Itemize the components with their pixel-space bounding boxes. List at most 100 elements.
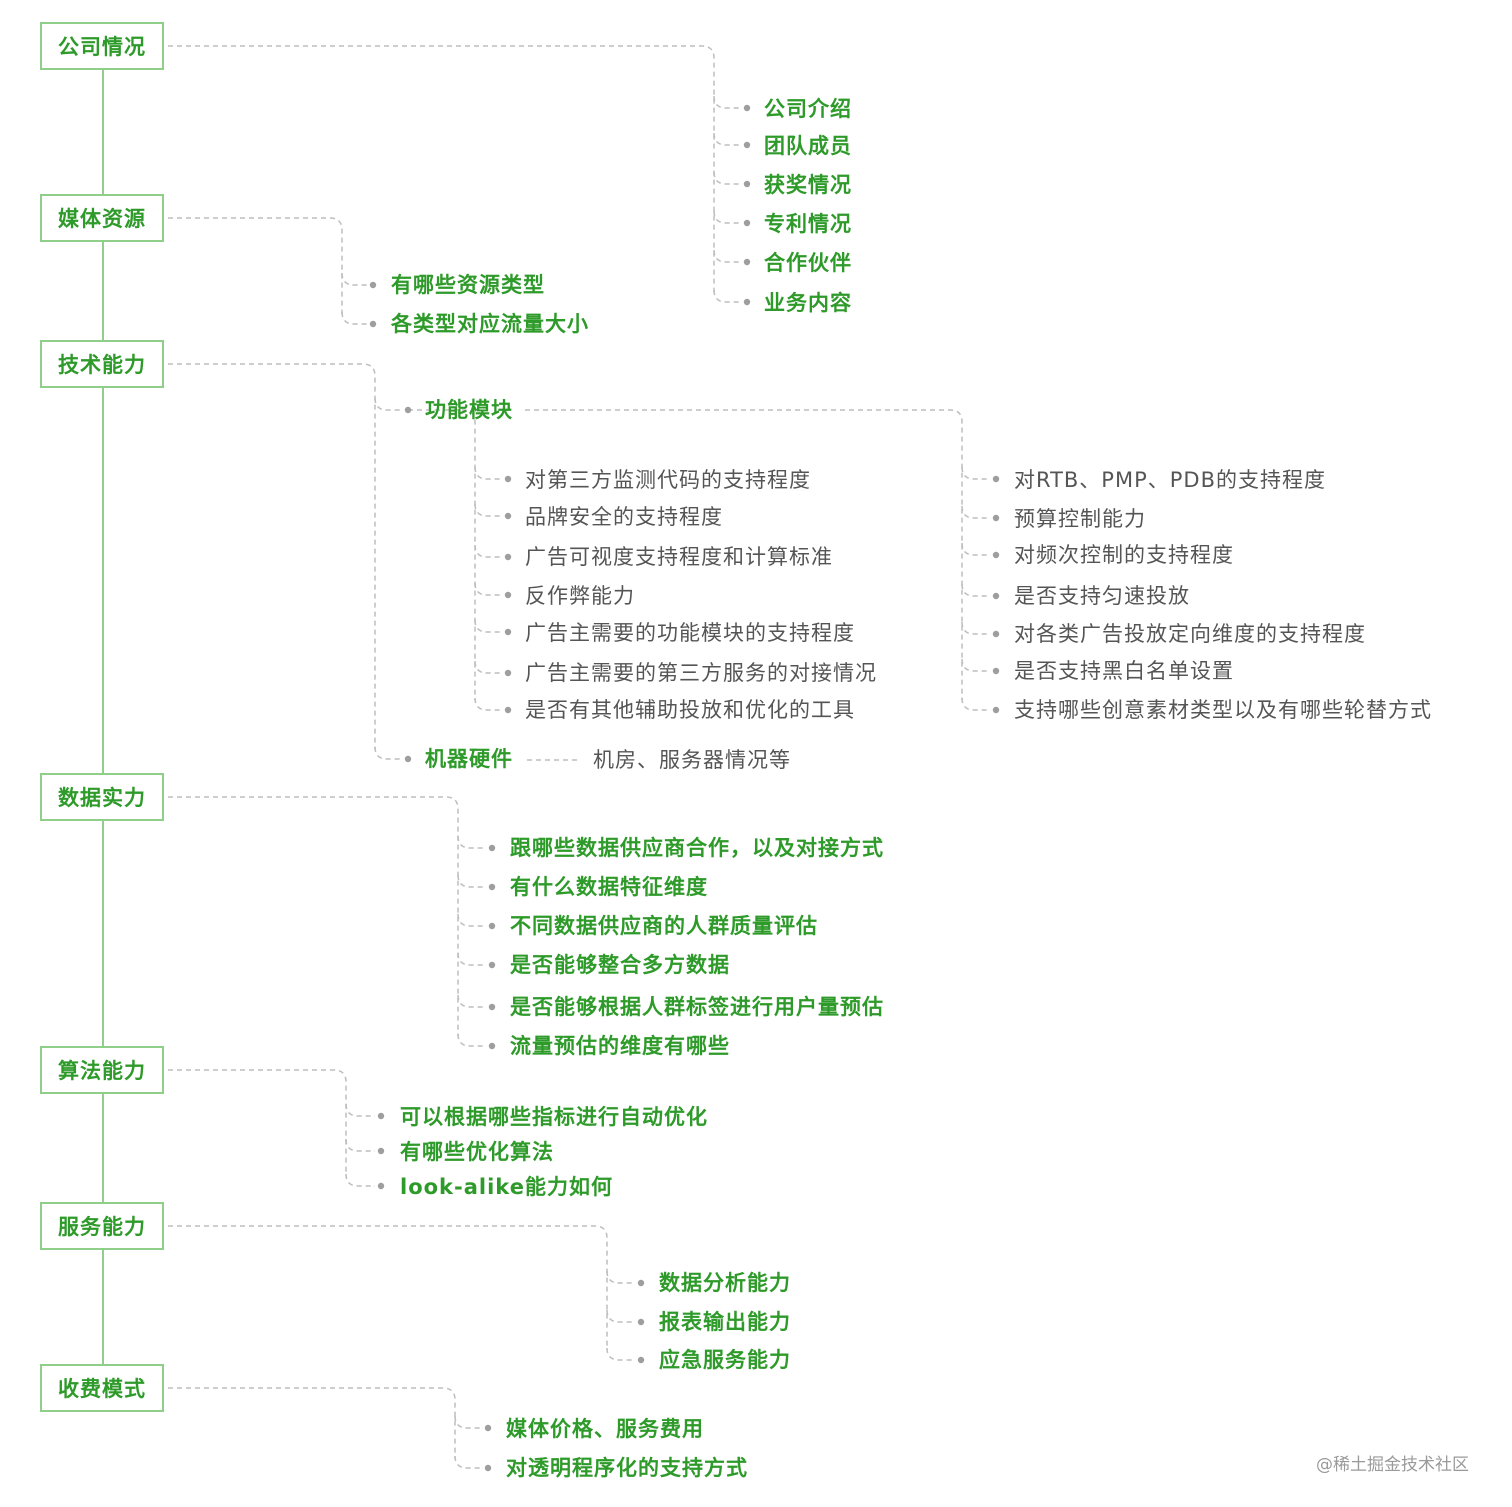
connector-line — [408, 409, 476, 700]
connector-line — [457, 952, 486, 966]
connector-line — [168, 363, 376, 749]
branch-dot — [504, 553, 512, 561]
connector-line — [474, 544, 502, 558]
branch-dot — [488, 883, 496, 891]
data-item: 流量预估的维度有哪些 — [510, 1034, 730, 1058]
algo-item: 可以根据哪些指标进行自动优化 — [400, 1105, 708, 1129]
connector-line — [168, 45, 715, 292]
connector-line — [961, 466, 990, 480]
company-item: 专利情况 — [764, 212, 852, 236]
module-left-item: 广告主需要的功能模块的支持程度 — [525, 621, 855, 645]
branch-dot — [992, 592, 1000, 600]
connector-line — [474, 466, 502, 480]
branch-dot — [743, 180, 751, 188]
connector-line — [961, 505, 990, 519]
branch-dot — [488, 961, 496, 969]
module-right-item: 支持哪些创意素材类型以及有哪些轮替方式 — [1014, 698, 1432, 722]
connector-line — [961, 697, 990, 711]
branch-dot — [992, 475, 1000, 483]
branch-dot — [377, 1147, 385, 1155]
media-item: 各类型对应流量大小 — [391, 312, 589, 336]
branch-dot — [404, 406, 412, 414]
module-right-item: 对各类广告投放定向维度的支持程度 — [1014, 622, 1366, 646]
module-right-item: 是否支持匀速投放 — [1014, 584, 1190, 608]
branch-dot — [637, 1279, 645, 1287]
module-left-item: 广告主需要的第三方服务的对接情况 — [525, 661, 877, 685]
module-left-item: 对第三方监测代码的支持程度 — [525, 468, 811, 492]
connector-line — [341, 311, 367, 325]
module-right-item: 是否支持黑白名单设置 — [1014, 659, 1234, 683]
connector-line — [713, 171, 741, 185]
company-item: 合作伙伴 — [764, 251, 852, 275]
data-item: 跟哪些数据供应商合作，以及对接方式 — [510, 836, 884, 860]
connector-line — [374, 746, 402, 760]
branch-dot — [488, 844, 496, 852]
branch-dot — [992, 630, 1000, 638]
connector-line — [457, 913, 486, 927]
company-item: 公司介绍 — [764, 97, 852, 121]
branch-dot — [404, 755, 412, 763]
connector-line — [454, 1455, 482, 1469]
connector-line — [474, 619, 502, 633]
media-item: 有哪些资源类型 — [391, 273, 545, 297]
branch-dot — [377, 1182, 385, 1190]
branch-dot — [504, 669, 512, 677]
algo-item: 有哪些优化算法 — [400, 1140, 554, 1164]
fee-item: 对透明程序化的支持方式 — [506, 1456, 748, 1480]
connector-line — [961, 658, 990, 672]
category-company: 公司情况 — [40, 22, 164, 70]
module-left-item: 品牌安全的支持程度 — [525, 505, 723, 529]
connector-line — [606, 1347, 635, 1361]
connector-line — [713, 210, 741, 224]
company-item: 团队成员 — [764, 134, 852, 158]
branch-dot — [488, 1003, 496, 1011]
connector-line — [168, 1069, 347, 1176]
category-fee: 收费模式 — [40, 1364, 164, 1412]
branch-dot — [369, 281, 377, 289]
category-algo: 算法能力 — [40, 1046, 164, 1094]
connector-line — [168, 217, 343, 314]
connector-line — [454, 1415, 482, 1429]
module-left-item: 广告可视度支持程度和计算标准 — [525, 545, 833, 569]
connector-line — [457, 874, 486, 888]
branch-dot — [743, 219, 751, 227]
connector-line — [606, 1309, 635, 1323]
connector-line — [961, 621, 990, 635]
company-item: 获奖情况 — [764, 173, 852, 197]
branch-dot — [504, 628, 512, 636]
data-item: 是否能够根据人群标签进行用户量预估 — [510, 995, 884, 1019]
connector-line — [457, 1033, 486, 1047]
data-item: 有什么数据特征维度 — [510, 875, 708, 899]
connector-line — [525, 409, 963, 700]
connector-line — [713, 95, 741, 109]
data-item: 不同数据供应商的人群质量评估 — [510, 914, 818, 938]
connector-line — [474, 697, 502, 711]
connector-line — [961, 542, 990, 556]
branch-dot — [743, 298, 751, 306]
module-right-item: 对频次控制的支持程度 — [1014, 543, 1234, 567]
branch-dot — [488, 922, 496, 930]
service-item: 应急服务能力 — [659, 1348, 791, 1372]
branch-dot — [484, 1464, 492, 1472]
module-left-item: 反作弊能力 — [525, 584, 635, 608]
category-media: 媒体资源 — [40, 194, 164, 242]
connector-line — [168, 1387, 456, 1458]
algo-item: look-alike能力如何 — [400, 1175, 613, 1199]
connector-line — [961, 583, 990, 597]
connector-line — [713, 289, 741, 303]
branch-dot — [637, 1318, 645, 1326]
connector-line — [457, 994, 486, 1008]
branch-dot — [992, 667, 1000, 675]
branch-dots — [369, 104, 1000, 1472]
connector-line — [168, 796, 459, 1036]
connector-line — [168, 1225, 608, 1350]
tech-hardware-detail: 机房、服务器情况等 — [593, 748, 791, 772]
branch-dot — [369, 320, 377, 328]
branch-dot — [484, 1424, 492, 1432]
branch-dot — [637, 1356, 645, 1364]
branch-dot — [504, 706, 512, 714]
branch-dot — [992, 514, 1000, 522]
connector-line — [474, 582, 502, 596]
tech-function-module: 功能模块 — [425, 398, 513, 422]
